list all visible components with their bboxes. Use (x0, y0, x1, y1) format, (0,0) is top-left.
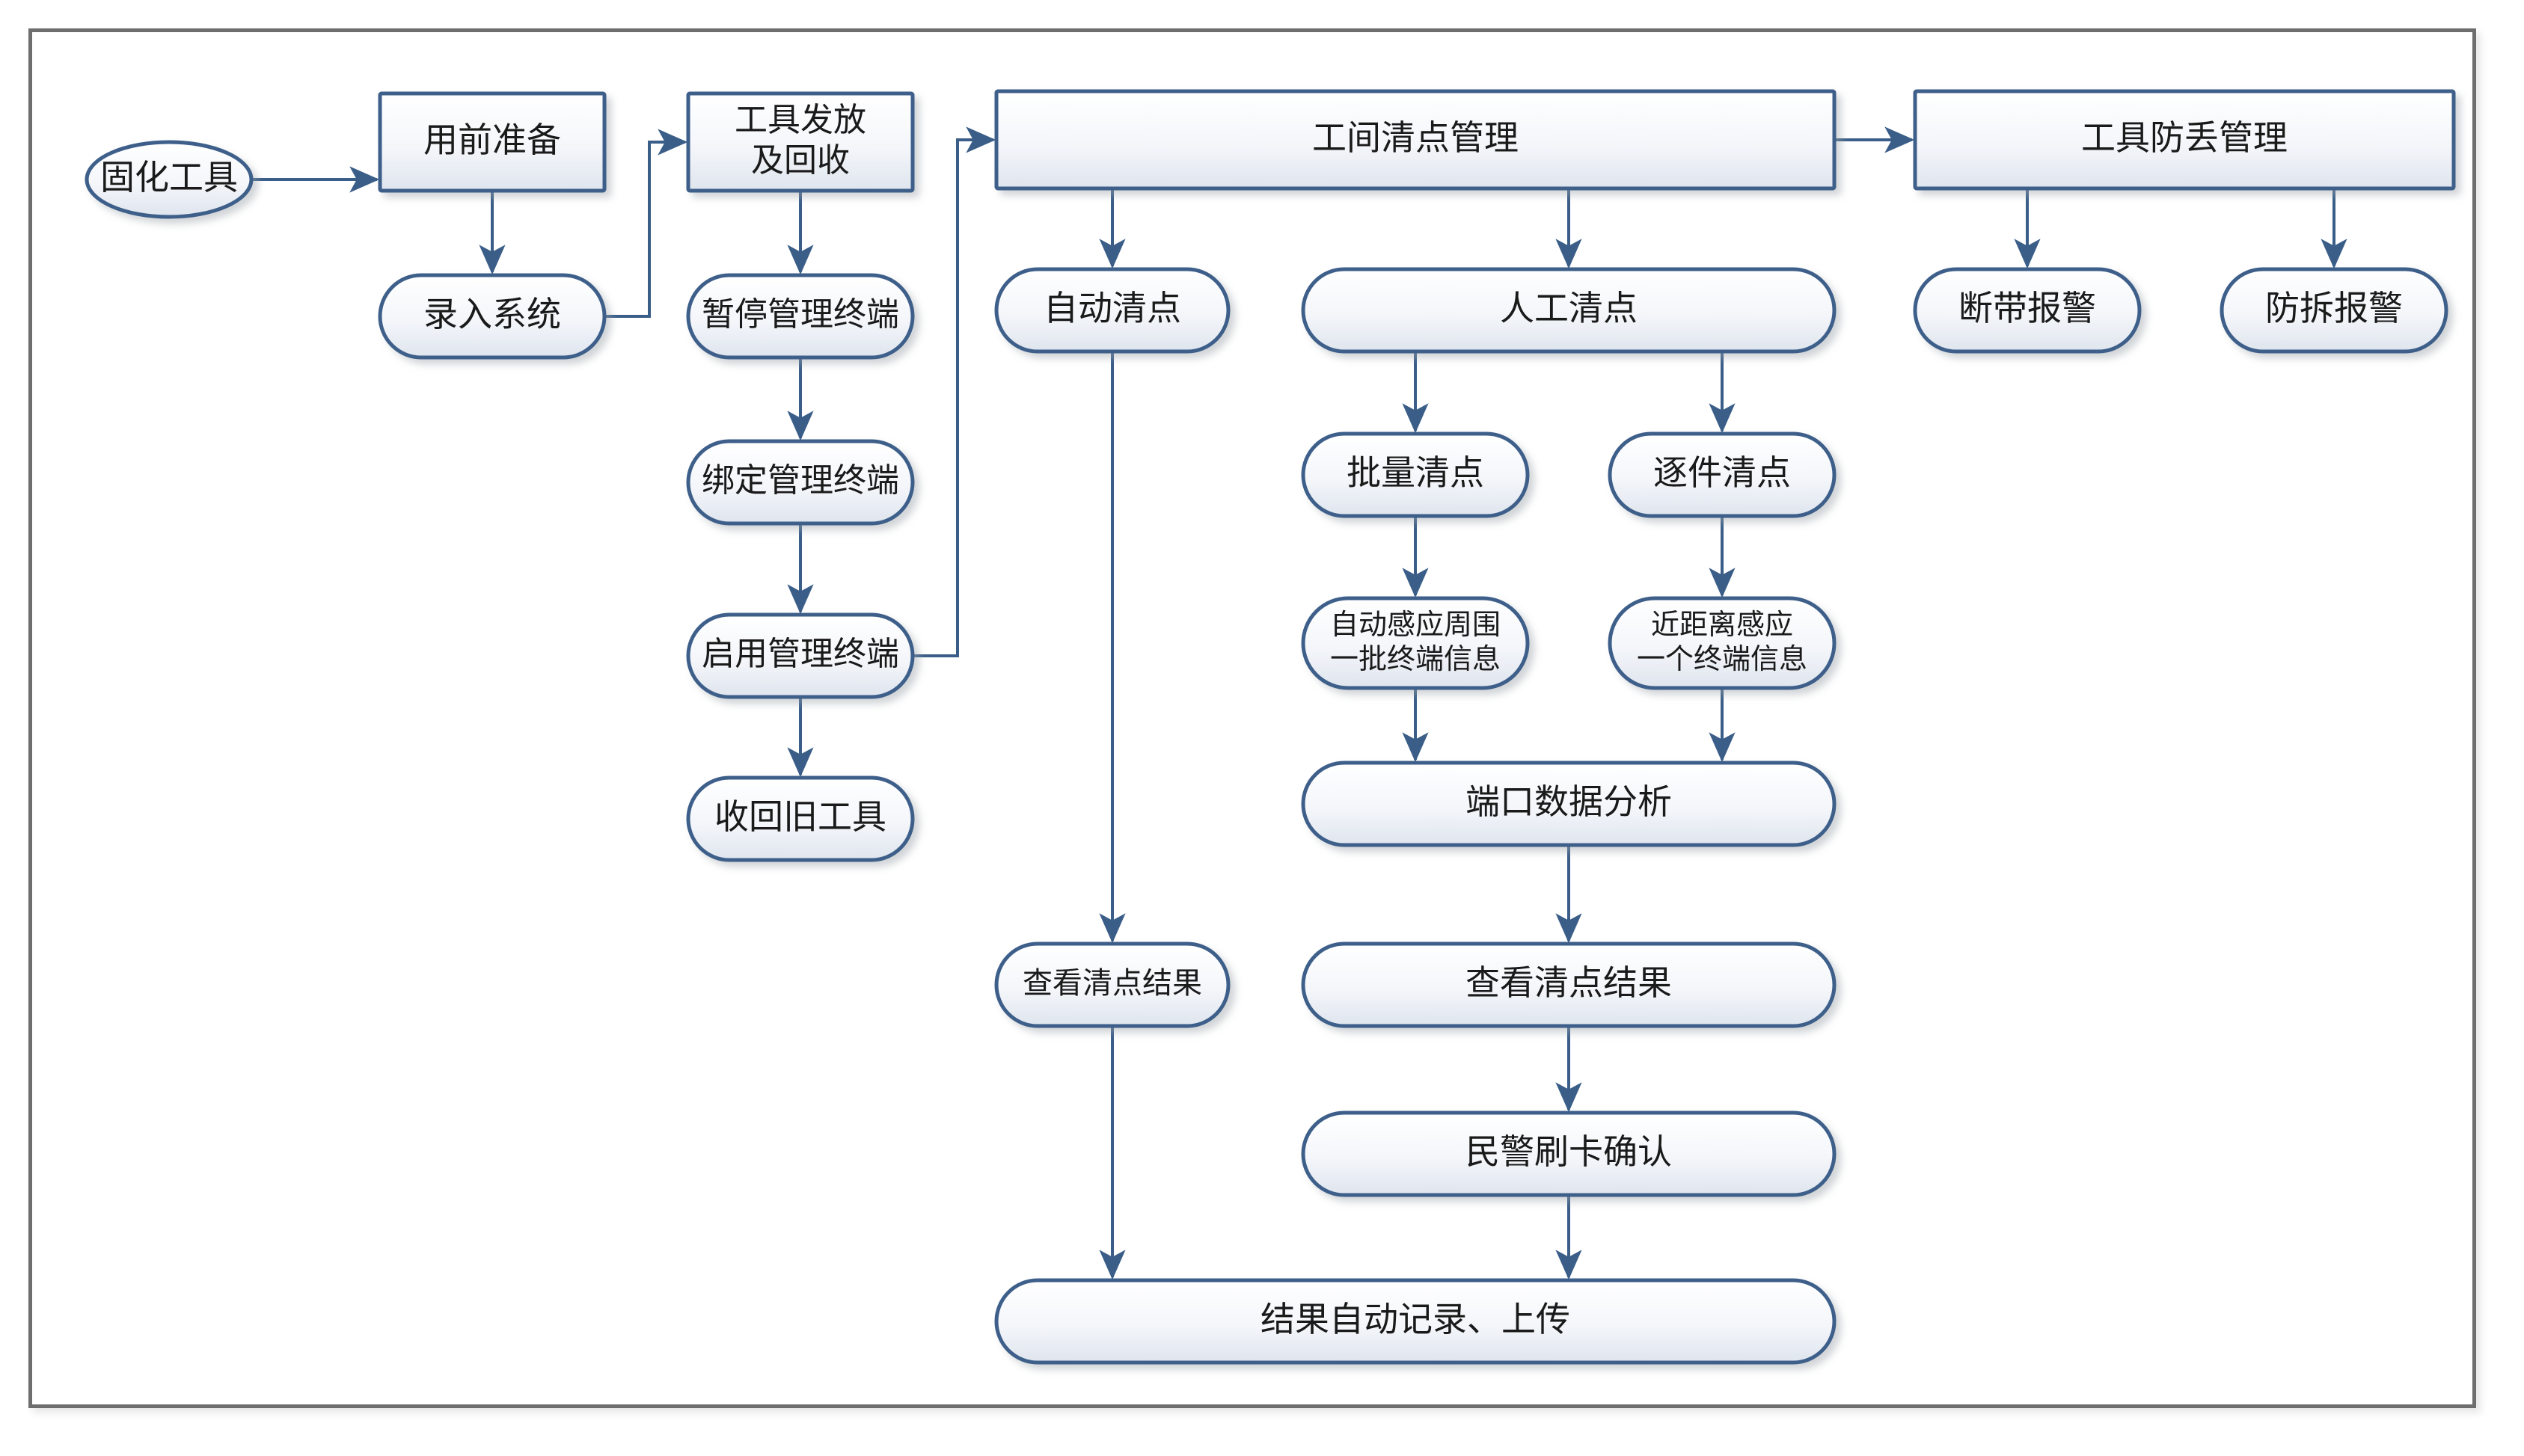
flow-node[interactable]: 逐件清点 (1608, 431, 1837, 518)
flow-node[interactable]: 工具发放及回收 (686, 91, 915, 193)
flow-node[interactable]: 断带报警 (1913, 267, 2142, 354)
flow-node[interactable]: 固化工具 (85, 140, 254, 219)
node-shape (1301, 942, 1837, 1028)
node-shape (1301, 761, 1837, 847)
node-label: 人工清点 (1500, 288, 1638, 328)
node-label: 收回旧工具 (714, 796, 886, 837)
flow-node[interactable]: 暂停管理终端 (686, 273, 915, 360)
flow-node[interactable]: 批量清点 (1301, 431, 1530, 518)
node-label: 查看清点结果 (1465, 962, 1672, 1003)
node-shape (1913, 267, 2142, 354)
node-label: 防拆报警 (2265, 288, 2403, 328)
node-label: 固化工具 (100, 157, 238, 197)
flow-node[interactable]: 近距离感应一个终端信息 (1608, 596, 1837, 690)
node-label: 端口数据分析 (1465, 781, 1672, 822)
node-label: 逐件清点 (1653, 452, 1791, 493)
flow-node[interactable]: 端口数据分析 (1301, 761, 1837, 847)
node-shape (378, 91, 607, 193)
flow-node[interactable]: 录入系统 (378, 273, 607, 360)
node-shape (1608, 431, 1837, 518)
node-shape (994, 89, 1837, 191)
flow-edge-elbow (913, 126, 996, 657)
node-shape (994, 942, 1231, 1028)
node-shape (686, 775, 915, 862)
flow-node[interactable]: 人工清点 (1301, 267, 1837, 354)
node-label: 自动清点 (1044, 288, 1181, 328)
node-shape (686, 612, 915, 699)
edge-layer (251, 126, 2347, 1280)
node-shape (994, 1278, 1837, 1365)
flow-node[interactable]: 民警刷卡确认 (1301, 1111, 1837, 1197)
node-label: 工间清点管理 (1312, 117, 1519, 158)
node-shape (378, 273, 607, 360)
flow-node[interactable]: 用前准备 (378, 91, 607, 193)
node-label: 用前准备 (423, 120, 561, 160)
node-shape (1913, 89, 2456, 191)
flow-node[interactable]: 自动感应周围一批终端信息 (1301, 596, 1530, 690)
node-shape (686, 91, 915, 193)
node-shape (994, 267, 1231, 354)
node-shape (1301, 431, 1530, 518)
flow-node[interactable]: 启用管理终端 (686, 612, 915, 699)
node-label: 工具防丢管理 (2081, 117, 2288, 158)
node-label: 自动感应周围一批终端信息 (1330, 607, 1501, 675)
node-label: 绑定管理终端 (702, 461, 899, 500)
flow-node[interactable]: 自动清点 (994, 267, 1231, 354)
node-shape (1301, 267, 1837, 354)
flow-node[interactable]: 查看清点结果 (994, 942, 1231, 1028)
flow-edge-elbow (604, 129, 688, 318)
node-shape (2220, 267, 2448, 354)
node-shape (85, 140, 254, 219)
flow-node[interactable]: 查看清点结果 (1301, 942, 1837, 1028)
node-shape (1301, 1111, 1837, 1197)
node-shape (686, 273, 915, 360)
node-label: 结果自动记录、上传 (1261, 1299, 1570, 1339)
node-label: 查看清点结果 (1023, 966, 1202, 1001)
flow-node[interactable]: 防拆报警 (2220, 267, 2448, 354)
node-label: 民警刷卡确认 (1465, 1131, 1672, 1172)
node-label: 启用管理终端 (702, 635, 899, 673)
node-shape (1301, 596, 1530, 690)
node-label: 暂停管理终端 (702, 295, 899, 334)
flow-node[interactable]: 收回旧工具 (686, 775, 915, 862)
node-shape (1608, 596, 1837, 690)
flow-node[interactable]: 绑定管理终端 (686, 439, 915, 526)
flow-node[interactable]: 工具防丢管理 (1913, 89, 2456, 191)
node-label: 工具发放及回收 (735, 101, 866, 179)
node-label: 近距离感应一个终端信息 (1637, 607, 1807, 675)
node-label: 断带报警 (1958, 288, 2096, 328)
node-label: 批量清点 (1347, 452, 1484, 493)
flow-node[interactable]: 结果自动记录、上传 (994, 1278, 1837, 1365)
diagram-frame (28, 28, 2476, 1408)
node-shape (686, 439, 915, 526)
flow-node[interactable]: 工间清点管理 (994, 89, 1837, 191)
node-label: 录入系统 (423, 294, 561, 334)
